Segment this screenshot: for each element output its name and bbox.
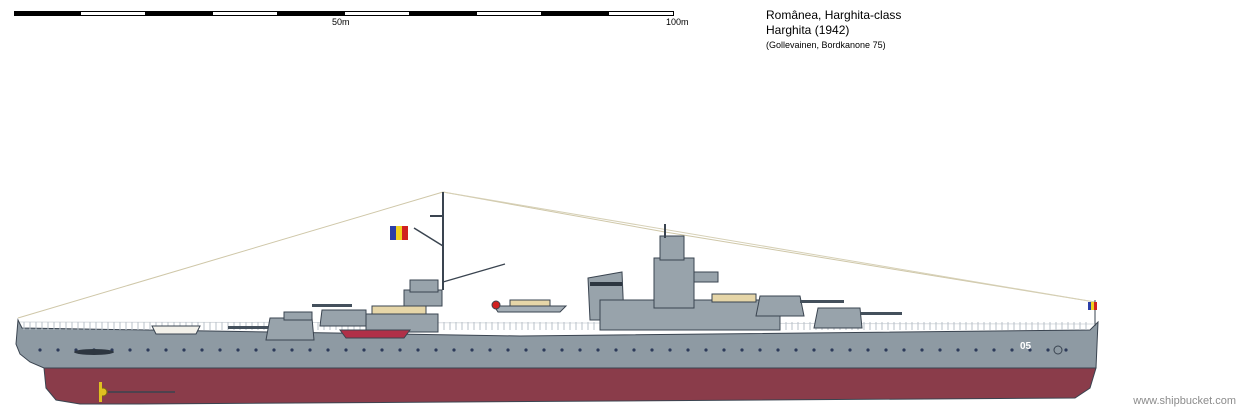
porthole: [776, 348, 780, 352]
porthole: [488, 348, 492, 352]
porthole: [1064, 348, 1068, 352]
porthole: [218, 348, 222, 352]
aft-gun-turret: [228, 311, 315, 341]
porthole: [830, 348, 834, 352]
porthole: [1046, 348, 1050, 352]
porthole: [452, 348, 456, 352]
porthole: [974, 348, 978, 352]
romanian-flag-mast: [390, 226, 408, 240]
porthole: [992, 348, 996, 352]
porthole: [272, 348, 276, 352]
porthole: [542, 348, 546, 352]
porthole: [758, 348, 762, 352]
scale-label-100m: 100m: [666, 17, 689, 27]
stern-hatch: [74, 349, 114, 355]
scale-segment: [344, 11, 410, 16]
porthole: [920, 348, 924, 352]
aft-superstructure: [339, 279, 443, 339]
anchor-icon: [1053, 345, 1063, 355]
scale-bar: 50m 100m: [14, 11, 689, 31]
propeller-icon: [98, 382, 175, 402]
porthole: [56, 348, 60, 352]
porthole: [254, 348, 258, 352]
porthole: [668, 348, 672, 352]
porthole: [128, 348, 132, 352]
scale-segment: [278, 11, 344, 16]
porthole: [578, 348, 582, 352]
rigging-lines: [17, 191, 1096, 319]
scale-segment: [146, 11, 212, 16]
forward-gun-turret-b: [755, 295, 844, 317]
porthole: [650, 348, 654, 352]
porthole: [956, 348, 960, 352]
porthole: [614, 348, 618, 352]
hull: [15, 318, 1099, 369]
romanian-flag-bow: [1088, 300, 1097, 326]
ship-name-title: Harghita (1942): [766, 23, 850, 37]
forward-gun-turret-a: [813, 307, 902, 329]
ships-boat-aft: [151, 325, 201, 335]
porthole: [704, 348, 708, 352]
main-mast: [413, 192, 506, 290]
porthole: [740, 348, 744, 352]
scale-segment: [80, 11, 146, 16]
hull-below-waterline: [43, 367, 1097, 405]
porthole: [794, 348, 798, 352]
porthole: [200, 348, 204, 352]
ship-class-title: Românea, Harghita-class: [766, 8, 902, 22]
porthole: [398, 348, 402, 352]
title-block: Românea, Harghita-class Harghita (1942) …: [766, 8, 901, 52]
porthole: [506, 348, 510, 352]
porthole: [632, 348, 636, 352]
porthole: [434, 348, 438, 352]
porthole: [470, 348, 474, 352]
scale-segment: [476, 11, 542, 16]
credits-line: (Gollevainen, Bordkanone 75): [766, 40, 886, 50]
porthole: [884, 348, 888, 352]
porthole: [344, 348, 348, 352]
porthole: [326, 348, 330, 352]
porthole: [380, 348, 384, 352]
porthole: [416, 348, 420, 352]
porthole: [560, 348, 564, 352]
scale-segment: [542, 11, 608, 16]
porthole: [938, 348, 942, 352]
porthole: [866, 348, 870, 352]
porthole: [524, 348, 528, 352]
porthole: [38, 348, 42, 352]
hull-number: 05: [1020, 341, 1032, 352]
seaplane: [491, 299, 568, 313]
scale-label-50m: 50m: [332, 17, 350, 27]
porthole: [848, 348, 852, 352]
superfiring-aft-turret: [312, 304, 367, 327]
porthole: [902, 348, 906, 352]
porthole: [1010, 348, 1014, 352]
watermark: www.shipbucket.com: [1133, 395, 1236, 407]
porthole: [686, 348, 690, 352]
bridge-tower: [599, 224, 781, 331]
scale-segment: [14, 11, 80, 16]
railing-top: [19, 321, 1095, 325]
porthole: [722, 348, 726, 352]
porthole: [164, 348, 168, 352]
scale-segment: [212, 11, 278, 16]
porthole: [236, 348, 240, 352]
porthole: [1028, 348, 1032, 352]
scale-segment: [410, 11, 476, 16]
porthole: [290, 348, 294, 352]
porthole: [146, 348, 150, 352]
scale-segment: [608, 11, 674, 16]
porthole: [596, 348, 600, 352]
porthole: [812, 348, 816, 352]
porthole: [362, 348, 366, 352]
porthole: [182, 348, 186, 352]
porthole: [308, 348, 312, 352]
